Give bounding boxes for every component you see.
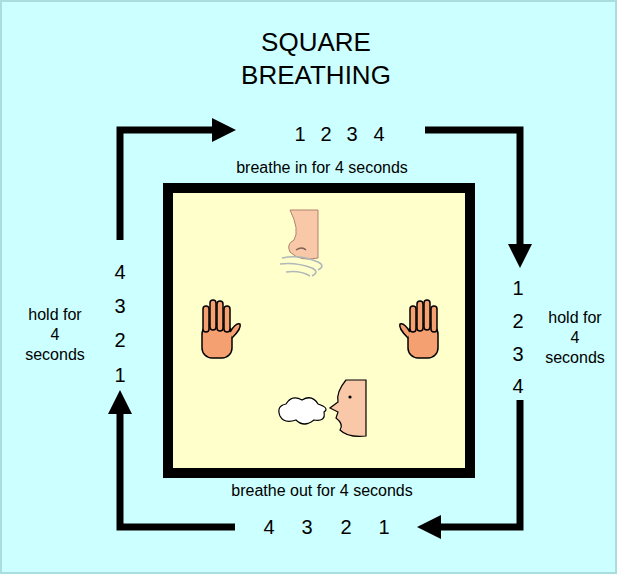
- breath-puff: [279, 398, 326, 424]
- arrowhead: [508, 244, 532, 268]
- diagram-title: SQUARE BREATHING: [221, 26, 411, 91]
- hand-icon: [202, 300, 240, 358]
- arrow-line: [120, 408, 235, 527]
- arrowhead: [417, 515, 441, 539]
- arrowhead: [212, 118, 236, 142]
- breath-swirls: [280, 257, 322, 276]
- arrowhead: [108, 390, 132, 414]
- count-number: 1: [294, 123, 305, 146]
- arrow-line: [120, 130, 218, 240]
- count-number: 4: [373, 123, 384, 146]
- exhale-face-icon: [279, 380, 366, 436]
- count-number: 1: [512, 277, 523, 300]
- step-label: hold for 4 seconds: [543, 308, 607, 368]
- arrowheads: [108, 118, 532, 539]
- count-number: 3: [114, 295, 125, 318]
- count-number: 1: [114, 364, 125, 387]
- arrow-line: [425, 130, 520, 250]
- cycle-arrows: [120, 130, 520, 527]
- count-number: 3: [301, 516, 312, 539]
- hand-icon: [400, 300, 438, 358]
- step-label: breathe in for 4 seconds: [236, 159, 408, 177]
- count-number: 2: [320, 123, 331, 146]
- count-number: 3: [346, 123, 357, 146]
- arrow-line: [435, 400, 520, 527]
- step-label: breathe out for 4 seconds: [231, 482, 412, 500]
- inner-square: [168, 188, 470, 473]
- count-number: 4: [114, 261, 125, 284]
- count-number: 2: [340, 516, 351, 539]
- step-label: hold for 4 seconds: [23, 305, 87, 365]
- count-number: 2: [114, 329, 125, 352]
- count-number: 3: [512, 343, 523, 366]
- count-number: 4: [263, 516, 274, 539]
- count-number: 4: [512, 375, 523, 398]
- count-number: 2: [512, 310, 523, 333]
- count-number: 1: [378, 516, 389, 539]
- nose-icon: [280, 210, 322, 276]
